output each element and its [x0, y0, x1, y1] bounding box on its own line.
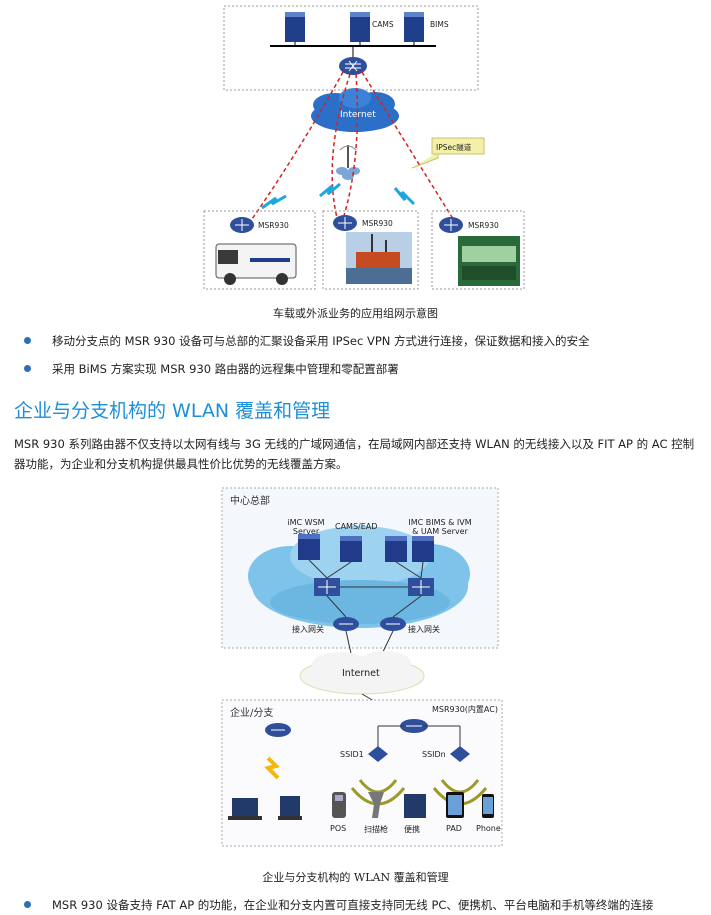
server-label-imc: IMC BIMS & IVM & UAM Server [408, 518, 472, 536]
device-label-pos: POS [330, 824, 347, 833]
switch-icon [408, 578, 434, 596]
barcode-scanner-icon [368, 792, 384, 818]
server-icon [404, 12, 424, 46]
switch-icon [314, 578, 340, 596]
server-icon [385, 536, 407, 562]
msr-label: MSR930(内置AC) [432, 705, 498, 714]
server-label-cams: CAMS/EAD [335, 522, 378, 531]
desktop-pc-icon [278, 796, 302, 820]
branch-title: 企业/分支 [230, 708, 274, 719]
phone-icon [482, 794, 494, 818]
base-station-icon [336, 145, 360, 180]
figure-2-diagram [221, 487, 503, 847]
branch-label-1: MSR930 [258, 221, 289, 230]
branch-label-3: MSR930 [468, 221, 499, 230]
server-label-cams: CAMS [372, 20, 394, 29]
server-label-bims: BIMS [430, 20, 449, 29]
pos-terminal-icon [332, 792, 346, 818]
internet-label: Internet [340, 110, 376, 120]
ssid-label-n: SSIDn [422, 750, 446, 759]
bus-image [458, 236, 520, 286]
router-icon [333, 617, 359, 631]
portable-device-icon [404, 794, 426, 818]
section-paragraph: MSR 930 系列路由器不仅支持以太网有线与 3G 无线的广域网通信，在局域网… [14, 437, 695, 471]
server-icon [340, 536, 362, 562]
bullet-item: 采用 BiMS 方案实现 MSR 930 路由器的远程集中管理和零配置部署 [24, 361, 704, 377]
bullet-icon [24, 365, 31, 372]
server-icon [412, 536, 434, 562]
figure-1-caption: 车载或外派业务的应用组网示意图 [273, 307, 438, 320]
ipsec-label: IPSec隧道 [436, 143, 472, 152]
figure-1-diagram [203, 5, 525, 290]
branch-label-2: MSR930 [362, 219, 393, 228]
ambulance-image [215, 243, 297, 285]
internet-cloud-icon [311, 88, 399, 132]
section-title: 企业与分支机构的 WLAN 覆盖和管理 [14, 400, 331, 422]
figure-1: CAMS BIMS Internet IPSec隧道 MSR930 MSR930… [0, 0, 711, 300]
figure-2: 中心总部 iMC WSM Server CAMS/EAD IMC BIMS & … [0, 486, 711, 856]
ssid-label-1: SSID1 [340, 750, 364, 759]
server-icon [285, 12, 305, 46]
access-point-icon [450, 746, 470, 762]
bullet-item: 移动分支点的 MSR 930 设备可与总部的汇聚设备采用 IPSec VPN 方… [24, 333, 704, 349]
access-point-icon [368, 746, 388, 762]
lightning-icon [264, 756, 280, 780]
server-icon [350, 12, 370, 46]
router-icon [339, 57, 367, 75]
ipsec-callout [431, 137, 485, 155]
router-icon [439, 217, 463, 233]
server-label-wsm: iMC WSM Server [287, 518, 325, 536]
bullet-item: MSR 930 设备支持 FAT AP 的功能，在企业和分支内置可直接支持同无线… [24, 897, 704, 913]
tablet-icon [446, 792, 464, 818]
oil-platform-image [346, 232, 412, 284]
router-icon [380, 617, 406, 631]
router-icon [265, 723, 291, 737]
device-label-phone: Phone [476, 824, 501, 833]
router-icon [333, 215, 357, 231]
gateway-label-1: 接入网关 [292, 625, 324, 634]
laptop-icon [228, 798, 262, 820]
figure-2-caption: 企业与分支机构的 WLAN 覆盖和管理 [262, 871, 449, 884]
server-icon [298, 534, 320, 560]
gateway-label-2: 接入网关 [408, 625, 440, 634]
bullet-icon [24, 337, 31, 344]
device-label-scanner: 扫描枪 [364, 825, 388, 834]
internet-label: Internet [342, 668, 380, 679]
internet-cloud-icon [299, 651, 425, 695]
router-icon [230, 217, 254, 233]
router-icon [400, 719, 428, 733]
device-label-pad: PAD [446, 824, 462, 833]
bullet-icon [24, 901, 31, 908]
hq-title: 中心总部 [230, 496, 270, 507]
device-label-portable: 便携 [404, 825, 420, 834]
